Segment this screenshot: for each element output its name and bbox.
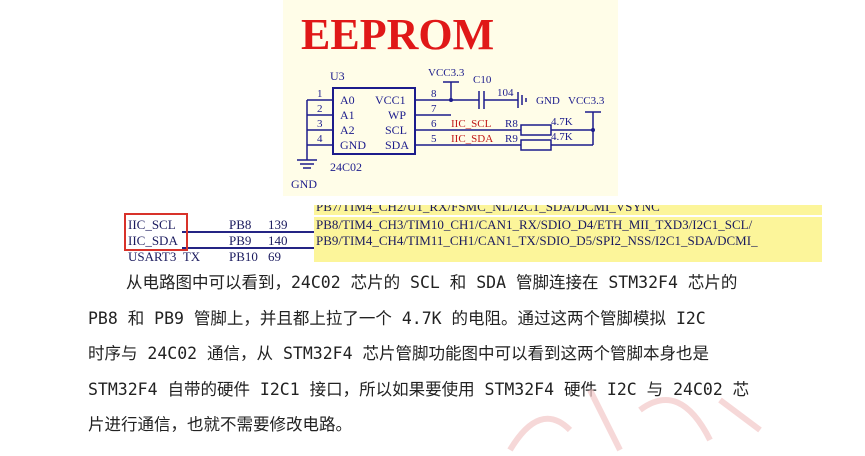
- net-label-sda: IIC_SDA: [451, 133, 493, 145]
- paragraph-line: 片进行通信，也就不需要修改电路。: [88, 415, 352, 434]
- eeprom-schematic: EEPROM U3 24C02 1 2 3 4 A0 A1 A2 GND VCC…: [283, 0, 618, 196]
- pin-number: 69: [268, 249, 281, 262]
- paragraph-line: 从电路图中可以看到，24C02 芯片的 SCL 和 SDA 管脚连接在 STM3…: [126, 273, 738, 292]
- signal-name: IIC_SCL: [128, 217, 176, 232]
- body-paragraph: 从电路图中可以看到，24C02 芯片的 SCL 和 SDA 管脚连接在 STM3…: [88, 265, 788, 443]
- pin-name-gnd: GND: [340, 138, 366, 152]
- signal-name: USART3_TX: [128, 249, 201, 262]
- cap-ref: C10: [473, 74, 492, 86]
- right-pin-num-8: 8: [431, 88, 437, 100]
- pin-name-scl: SCL: [385, 123, 407, 137]
- left-pin-num-4: 4: [317, 133, 323, 145]
- pin-function-table: PB7/TIM4_CH2/U1_RX/FSMC_NL/I2C1_SDA/DCMI…: [122, 205, 822, 262]
- right-pin-num-7: 7: [431, 103, 437, 115]
- left-pin-num-2: 2: [317, 103, 323, 115]
- schematic-title: EEPROM: [301, 10, 494, 59]
- vcc-label-top: VCC3.3: [428, 67, 465, 79]
- table-row: PB7/TIM4_CH2/U1_RX/FSMC_NL/I2C1_SDA/DCMI…: [122, 205, 822, 215]
- gnd-label-bottom: GND: [291, 177, 317, 191]
- highlight-box: [124, 213, 188, 251]
- net-wire: [182, 231, 314, 233]
- pin-name-vcc1: VCC1: [375, 93, 406, 107]
- pin-function: PB8/TIM4_CH3/TIM10_CH1/CAN1_RX/SDIO_D4/E…: [314, 217, 822, 233]
- cap-value: 104: [497, 87, 514, 99]
- r8-ref: R8: [505, 118, 518, 130]
- r8-value: 4.7K: [551, 116, 573, 128]
- pin-name-a0: A0: [340, 93, 355, 107]
- net-wire: [182, 247, 314, 249]
- pin-function: [314, 249, 822, 262]
- port-name: PB10: [229, 249, 258, 262]
- pin-name-a2: A2: [340, 123, 355, 137]
- pin-name-wp: WP: [388, 108, 406, 122]
- right-pin-num-6: 6: [431, 118, 437, 130]
- table-row: USART3_TX PB10 69: [122, 249, 822, 262]
- chip-body: [332, 87, 416, 155]
- paragraph-line: 时序与 24C02 通信，从 STM32F4 芯片管脚功能图中可以看到这两个管脚…: [88, 344, 709, 363]
- signal-name: IIC_SDA: [128, 233, 178, 248]
- pin-number: 139: [268, 217, 288, 232]
- vcc-label-right: VCC3.3: [568, 95, 605, 107]
- right-pin-num-5: 5: [431, 133, 437, 145]
- pin-function: PB9/TIM4_CH4/TIM11_CH1/CAN1_TX/SDIO_D5/S…: [314, 233, 822, 249]
- pin-function: PB7/TIM4_CH2/U1_RX/FSMC_NL/I2C1_SDA/DCMI…: [314, 205, 822, 215]
- table-row: IIC_SDA PB9 140 PB9/TIM4_CH4/TIM11_CH1/C…: [122, 233, 822, 249]
- pin-number: 140: [268, 233, 288, 248]
- r9-ref: R9: [505, 133, 518, 145]
- port-name: PB8: [229, 217, 252, 232]
- paragraph-line: PB8 和 PB9 管脚上，并且都上拉了一个 4.7K 的电阻。通过这两个管脚模…: [88, 308, 706, 328]
- table-row: IIC_SCL PB8 139 PB8/TIM4_CH3/TIM10_CH1/C…: [122, 217, 822, 233]
- schematic-drawing: EEPROM U3 24C02 1 2 3 4 A0 A1 A2 GND VCC…: [291, 10, 605, 191]
- gnd-label-right: GND: [536, 95, 560, 107]
- left-pin-num-3: 3: [317, 118, 323, 130]
- pin-name-sda: SDA: [385, 138, 409, 152]
- net-label-scl: IIC_SCL: [451, 118, 492, 130]
- paragraph-line: STM32F4 自带的硬件 I2C1 接口，所以如果要使用 STM32F4 硬件…: [88, 379, 750, 399]
- left-pin-num-1: 1: [317, 88, 323, 100]
- port-name: PB9: [229, 233, 252, 248]
- chip-ref: U3: [330, 69, 345, 83]
- pin-name-a1: A1: [340, 108, 355, 122]
- chip-part: 24C02: [330, 160, 362, 174]
- r9-value: 4.7K: [551, 131, 573, 143]
